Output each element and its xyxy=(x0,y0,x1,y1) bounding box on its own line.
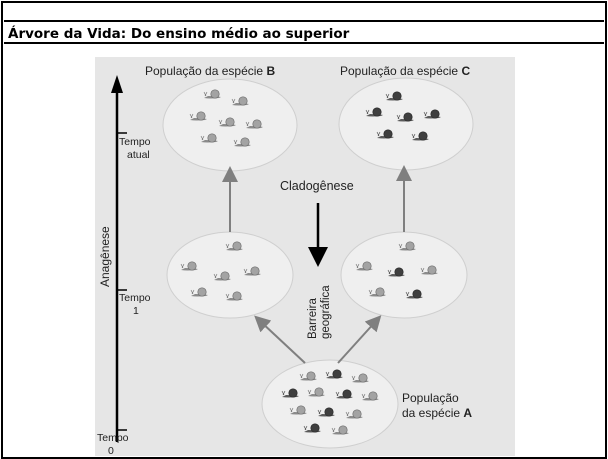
slide-title: Árvore da Vida: Do ensino médio ao super… xyxy=(4,20,604,44)
tempo-atual-label-1: Tempo xyxy=(119,136,151,148)
tempo-0-label-2: 0 xyxy=(108,445,114,456)
tempo-0-label-1: Tempo xyxy=(97,432,129,444)
arrow-a-to-c1 xyxy=(337,315,382,364)
population-c-ellipse xyxy=(338,77,474,171)
anagenese-label: Anagênese xyxy=(98,226,112,287)
speciation-diagram: Tempo atual Tempo 1 Tempo 0 Anagênese Po… xyxy=(95,57,515,456)
barreira-label: Barreira geográfica xyxy=(307,285,332,339)
population-a-ellipse xyxy=(261,359,399,449)
barreira-label-2: geográfica xyxy=(320,285,332,339)
pop-b-title: População da espécie B xyxy=(145,64,275,78)
pop-a-title-1: População xyxy=(402,391,459,405)
population-b1-ellipse xyxy=(166,231,294,319)
cladogenese-label: Cladogênese xyxy=(280,179,354,193)
tempo-atual-label-2: atual xyxy=(127,149,150,161)
arrow-a-to-b1 xyxy=(254,315,306,364)
tempo-1-label-1: Tempo xyxy=(119,292,151,304)
pop-a-title-2: da espécie A xyxy=(402,406,472,420)
barreira-label-1: Barreira xyxy=(307,297,319,339)
pop-c-title: População da espécie C xyxy=(340,64,470,78)
anagenese-arrowhead xyxy=(111,75,123,93)
tempo-1-label-2: 1 xyxy=(133,305,139,317)
